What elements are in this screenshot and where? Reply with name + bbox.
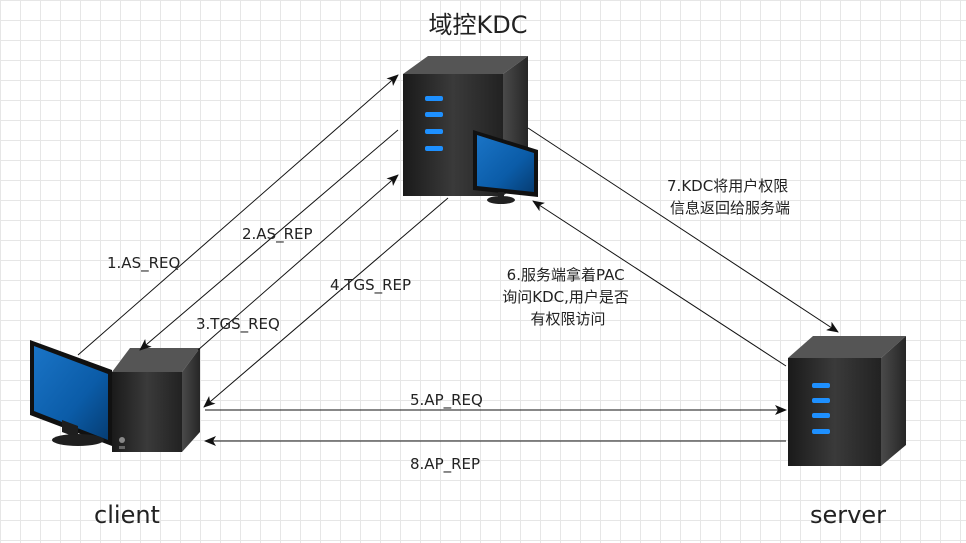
client-monitor-icon — [30, 340, 112, 446]
ap-req-label: 5.AP_REQ — [410, 391, 483, 410]
client-tower-icon — [112, 348, 200, 452]
tgs-rep-arrow — [203, 197, 449, 408]
ap-rep-label: 8.AP_REP — [410, 455, 480, 474]
as-rep-arrow — [139, 129, 399, 351]
pac-query-line: 有权限访问 — [530, 310, 605, 328]
tgs-rep-label: 4.TGS_REP — [330, 276, 411, 295]
server-title: server — [810, 501, 886, 529]
pac-query-line: 6.服务端拿着PAC — [507, 266, 625, 284]
tgs-req-arrow — [197, 174, 399, 351]
kdc-monitor-icon — [473, 130, 538, 204]
pac-reply-line: 7.KDC将用户权限 — [667, 177, 788, 195]
as-req-label: 1.AS_REQ — [107, 254, 180, 273]
pac-reply-line: 信息返回给服务端 — [670, 199, 790, 217]
service-server-icon — [788, 336, 906, 466]
as-req-arrow — [77, 74, 399, 356]
pac-reply-label: 7.KDC将用户权限 信息返回给服务端 — [667, 177, 793, 217]
pac-query-arrow — [532, 200, 787, 367]
pac-query-line: 询问KDC,用户是否 — [502, 288, 629, 306]
pac-reply-arrow — [527, 127, 839, 333]
tgs-req-label: 3.TGS_REQ — [196, 315, 280, 334]
kdc-title: 域控KDC — [429, 11, 528, 39]
as-rep-label: 2.AS_REP — [242, 225, 313, 244]
pac-query-label: 6.服务端拿着PAC 询问KDC,用户是否 有权限访问 — [502, 266, 633, 328]
client-title: client — [94, 501, 160, 529]
